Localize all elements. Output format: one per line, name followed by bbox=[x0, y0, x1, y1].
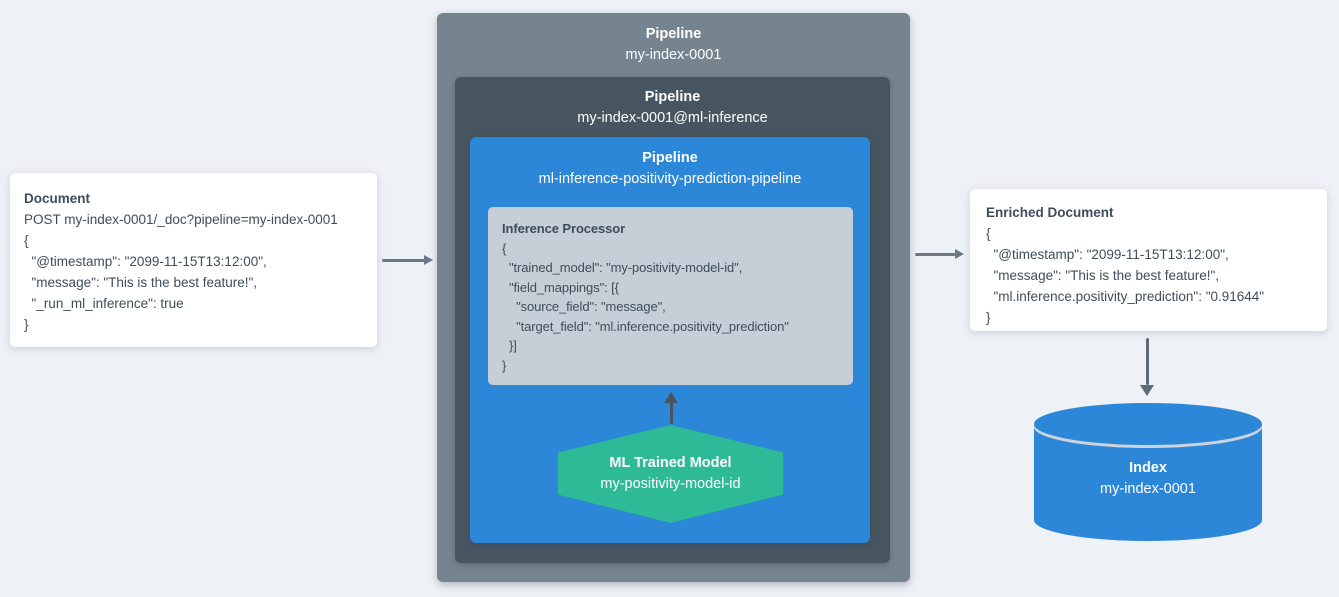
pipeline-prediction-header: Pipeline ml-inference-positivity-predict… bbox=[470, 148, 870, 190]
arrowhead-right-icon bbox=[955, 249, 964, 259]
inference-processor-title: Inference Processor bbox=[502, 221, 626, 236]
document-card: Document POST my-index-0001/_doc?pipelin… bbox=[10, 173, 377, 347]
pipeline-prediction-name: ml-inference-positivity-prediction-pipel… bbox=[538, 171, 802, 187]
inference-processor-body: { "trained_model": "my-positivity-model-… bbox=[502, 240, 789, 373]
arrow-line bbox=[915, 253, 956, 256]
pipeline-prediction-label: Pipeline bbox=[642, 150, 698, 166]
pipeline-outer-label: Pipeline bbox=[645, 26, 702, 42]
index-label: Index my-index-0001 bbox=[1034, 458, 1262, 500]
enriched-document-card: Enriched Document { "@timestamp": "2099-… bbox=[970, 189, 1327, 331]
pipeline-ml-inference-label: Pipeline bbox=[644, 89, 701, 105]
enriched-document-title: Enriched Document bbox=[986, 205, 1114, 220]
inference-processor-card: Inference Processor { "trained_model": "… bbox=[488, 207, 853, 385]
arrowhead-up-icon bbox=[664, 392, 678, 403]
ml-trained-model-hexagon: ML Trained Model my-positivity-model-id bbox=[558, 425, 783, 523]
pipeline-ml-inference-name: my-index-0001@ml-inference bbox=[577, 110, 768, 126]
pipeline-outer-header: Pipeline my-index-0001 bbox=[437, 24, 910, 66]
ml-trained-model-title: ML Trained Model bbox=[609, 455, 732, 471]
index-title: Index bbox=[1129, 460, 1167, 476]
pipeline-outer-name: my-index-0001 bbox=[625, 47, 722, 63]
pipeline-outer-box: Pipeline my-index-0001 Pipeline my-index… bbox=[437, 13, 910, 582]
index-name: my-index-0001 bbox=[1100, 481, 1196, 497]
enriched-document-body: { "@timestamp": "2099-11-15T13:12:00", "… bbox=[986, 226, 1265, 325]
document-card-title: Document bbox=[24, 191, 91, 206]
arrow-line bbox=[382, 259, 425, 262]
arrow-line bbox=[669, 402, 673, 424]
arrow-line bbox=[1146, 338, 1149, 385]
pipeline-prediction-box: Pipeline ml-inference-positivity-predict… bbox=[470, 137, 870, 543]
arrowhead-right-icon bbox=[424, 255, 433, 265]
arrowhead-down-icon bbox=[1140, 385, 1154, 396]
pipeline-ml-inference-header: Pipeline my-index-0001@ml-inference bbox=[455, 87, 890, 129]
ml-trained-model-name: my-positivity-model-id bbox=[600, 476, 741, 492]
pipeline-ml-inference-box: Pipeline my-index-0001@ml-inference Pipe… bbox=[455, 77, 890, 563]
index-cylinder: Index my-index-0001 bbox=[1034, 403, 1262, 543]
document-card-body: POST my-index-0001/_doc?pipeline=my-inde… bbox=[24, 212, 338, 332]
cylinder-shape-icon bbox=[1034, 403, 1262, 541]
